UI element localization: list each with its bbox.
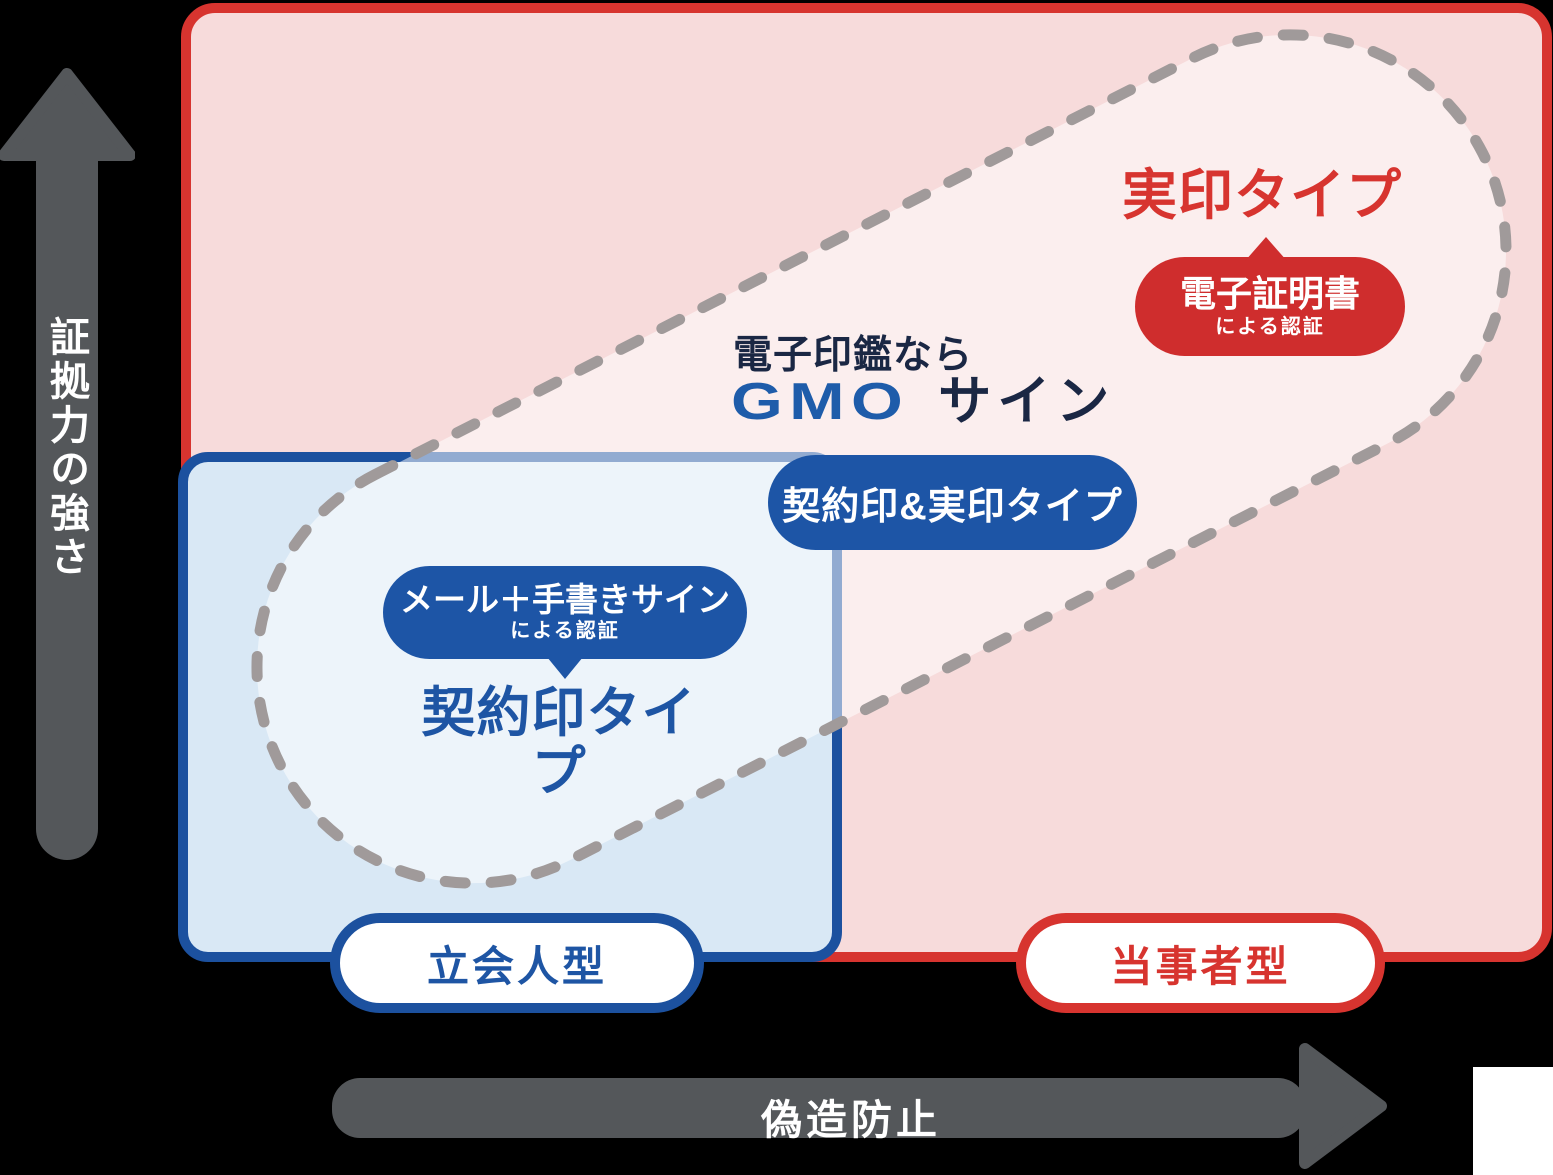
jitsuin-auth-bubble: 電子証明書 による認証 xyxy=(1135,237,1405,356)
gmo-sign-logo: GMO サイン xyxy=(731,375,1115,428)
x-axis-label: 偽造防止 xyxy=(761,1097,941,1143)
logo-tagline: 電子印鑑なら xyxy=(733,334,974,377)
keiyakuin-type-title: 契約印タイプ xyxy=(421,683,697,803)
keiyakuin-auth-bubble: メール＋手書きサイン による認証 xyxy=(383,566,747,679)
jitsuin-type-title: 実印タイプ xyxy=(1122,164,1403,226)
bubble-tail-up-icon xyxy=(1245,237,1287,261)
y-axis-arrow-icon xyxy=(0,68,135,860)
combo-type-pill: 契約印&実印タイプ xyxy=(768,455,1137,550)
jitsuin-auth-bubble-body: 電子証明書 による認証 xyxy=(1135,257,1405,356)
bubble-tail-down-icon xyxy=(547,657,583,679)
witness-type-badge: 立会人型 xyxy=(330,913,704,1013)
party-type-badge: 当事者型 xyxy=(1016,913,1385,1013)
x-axis-arrow-icon xyxy=(332,1043,1387,1169)
logo-gmo-text: GMO xyxy=(731,373,910,431)
corner-placeholder-square xyxy=(1473,1067,1553,1175)
jitsuin-auth-method: 電子証明書 xyxy=(1179,273,1360,315)
keiyakuin-auth-caption: による認証 xyxy=(510,619,620,642)
keiyakuin-auth-method: メール＋手書きサイン xyxy=(400,581,730,619)
y-axis-label: 証拠力の強さ xyxy=(44,316,88,580)
jitsuin-auth-caption: による認証 xyxy=(1215,315,1325,338)
keiyakuin-auth-bubble-body: メール＋手書きサイン による認証 xyxy=(383,566,747,659)
logo-product-text: サイン xyxy=(938,372,1116,431)
